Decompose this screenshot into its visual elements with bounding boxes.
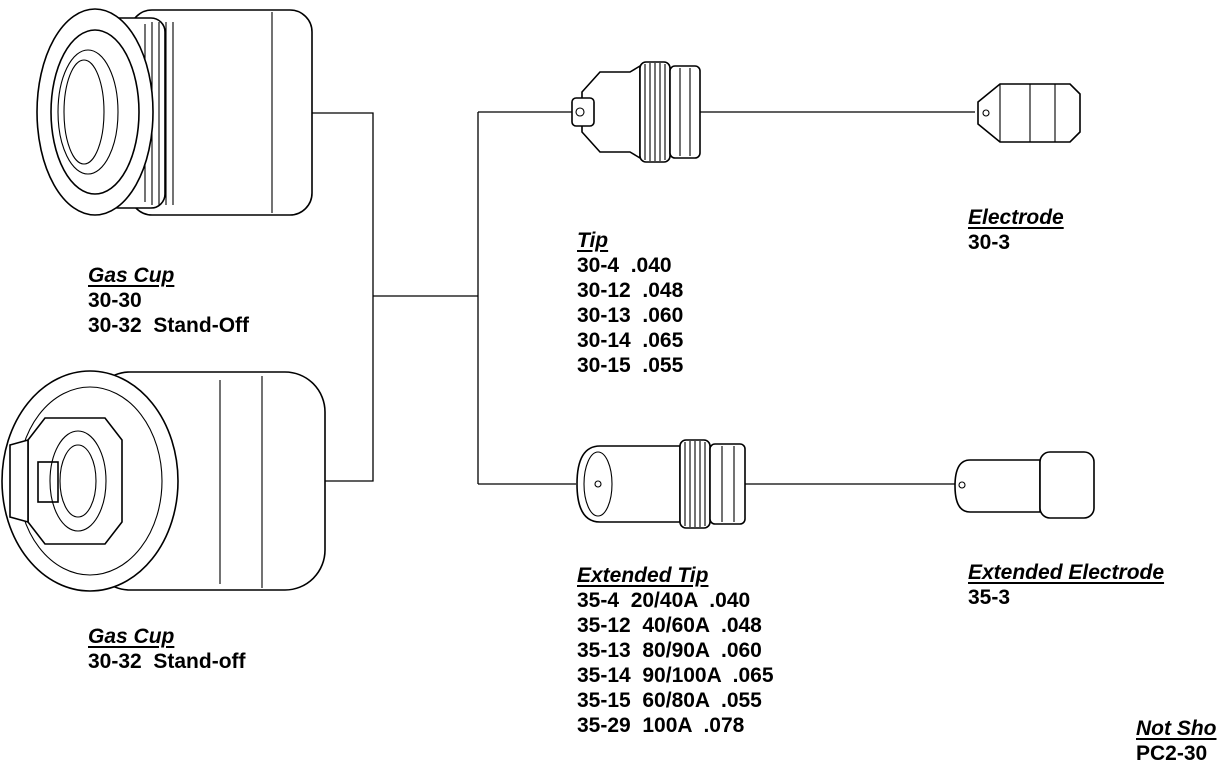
part-number: 35-13 80/90A .060 — [577, 638, 774, 663]
tip-label: Tip 30-4 .040 30-12 .048 30-13 .060 30-1… — [577, 228, 683, 378]
part-number: 30-4 .040 — [577, 253, 683, 278]
part-number: 30-3 — [968, 230, 1064, 255]
electrode-label: Electrode 30-3 — [968, 205, 1064, 255]
extended-tip-title: Extended Tip — [577, 564, 708, 587]
extended-electrode-label: Extended Electrode 35-3 — [968, 560, 1164, 610]
part-number: 35-14 90/100A .065 — [577, 663, 774, 688]
part-number: 30-32 Stand-Off — [88, 313, 249, 338]
part-number: 30-32 Stand-off — [88, 649, 246, 674]
gas-cup-drawing — [37, 9, 312, 215]
extended-tip-drawing — [577, 440, 745, 528]
part-number: 30-14 .065 — [577, 328, 683, 353]
extended-tip-label: Extended Tip 35-4 20/40A .040 35-12 40/6… — [577, 563, 774, 738]
part-number: PC2-30 — [1136, 741, 1216, 766]
part-number: 30-30 — [88, 288, 249, 313]
gas-cup-title: Gas Cup — [88, 625, 174, 648]
part-number: 35-29 100A .078 — [577, 713, 774, 738]
part-number: 30-15 .055 — [577, 353, 683, 378]
gas-cup-title: Gas Cup — [88, 264, 174, 287]
part-number: 30-13 .060 — [577, 303, 683, 328]
electrode-drawing — [978, 84, 1080, 142]
part-number: 35-3 — [968, 585, 1164, 610]
gas-cup-label: Gas Cup 30-30 30-32 Stand-Off — [88, 263, 249, 338]
part-number: 35-15 60/80A .055 — [577, 688, 774, 713]
not-shown-title: Not Sho — [1136, 717, 1216, 740]
tip-title: Tip — [577, 229, 608, 252]
extended-electrode-title: Extended Electrode — [968, 561, 1164, 584]
extended-electrode-drawing — [955, 452, 1094, 518]
electrode-title: Electrode — [968, 206, 1064, 229]
gas-cup-standoff-drawing — [2, 371, 325, 591]
tip-drawing — [572, 62, 700, 162]
part-number: 35-12 40/60A .048 — [577, 613, 774, 638]
part-number: 30-12 .048 — [577, 278, 683, 303]
part-number: 35-4 20/40A .040 — [577, 588, 774, 613]
gas-cup-standoff-label: Gas Cup 30-32 Stand-off — [88, 624, 246, 674]
not-shown-label: Not Sho PC2-30 — [1136, 716, 1216, 766]
